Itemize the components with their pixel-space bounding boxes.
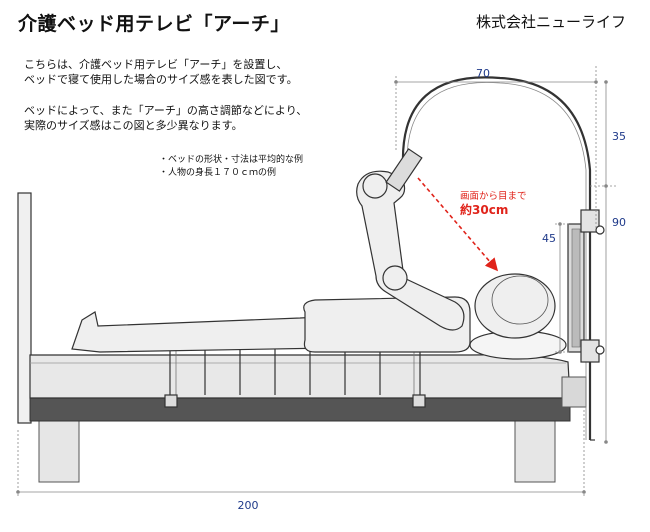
viewing-distance-label: 画面から目まで [460,191,527,202]
bed-headboard [17,192,32,424]
bed-base [29,396,571,422]
person [71,170,567,360]
person-legs [71,311,331,353]
clamp [580,209,600,233]
viewing-distance-value: 約30cm [460,202,508,217]
dim-arch-top-height: 35 [612,130,626,143]
intro-line: ベッドによって、また「アーチ」の高さ調節などにより、 [24,104,308,117]
dim-stand-height: 90 [612,216,626,229]
dim-arch-width: 70 [476,67,490,80]
mattress [29,354,571,399]
company-name: 株式会社ニューライフ [475,13,626,31]
arch-tube [401,76,592,440]
note-item: ・ベッドの形状・寸法は平均的な例 [159,155,304,165]
diagram-notes: ・ベッドの形状・寸法は平均的な例 ・人物の身長１７０ｃｍの例 [159,154,303,180]
person-head [474,273,556,339]
note-item: ・人物の身長１７０ｃｍの例 [159,168,277,178]
bed [17,192,587,483]
intro-text: こちらは、介護ベッド用テレビ「アーチ」を設置し、 ベッドで寝て使用した場合のサイ… [24,57,307,133]
page-title: 介護ベッド用テレビ「アーチ」 [18,13,290,35]
bed-footboard [561,376,587,408]
tv-screen [385,148,423,192]
dimension-ticks [16,80,608,494]
arch-stand [385,76,605,441]
viewing-distance-arrow [417,177,499,272]
intro-line: こちらは、介護ベッド用テレビ「アーチ」を設置し、 [24,58,288,71]
dim-bed-length: 200 [238,499,259,512]
dimension-lines [17,66,616,498]
intro-line: 実際のサイズ感はこの図と多少異なります。 [24,119,243,132]
intro-line: ベッドで寝て使用した場合のサイズ感を表した図です。 [24,73,298,86]
bed-leg [514,419,556,483]
dim-screen-height: 45 [542,232,556,245]
bed-leg [38,419,80,483]
